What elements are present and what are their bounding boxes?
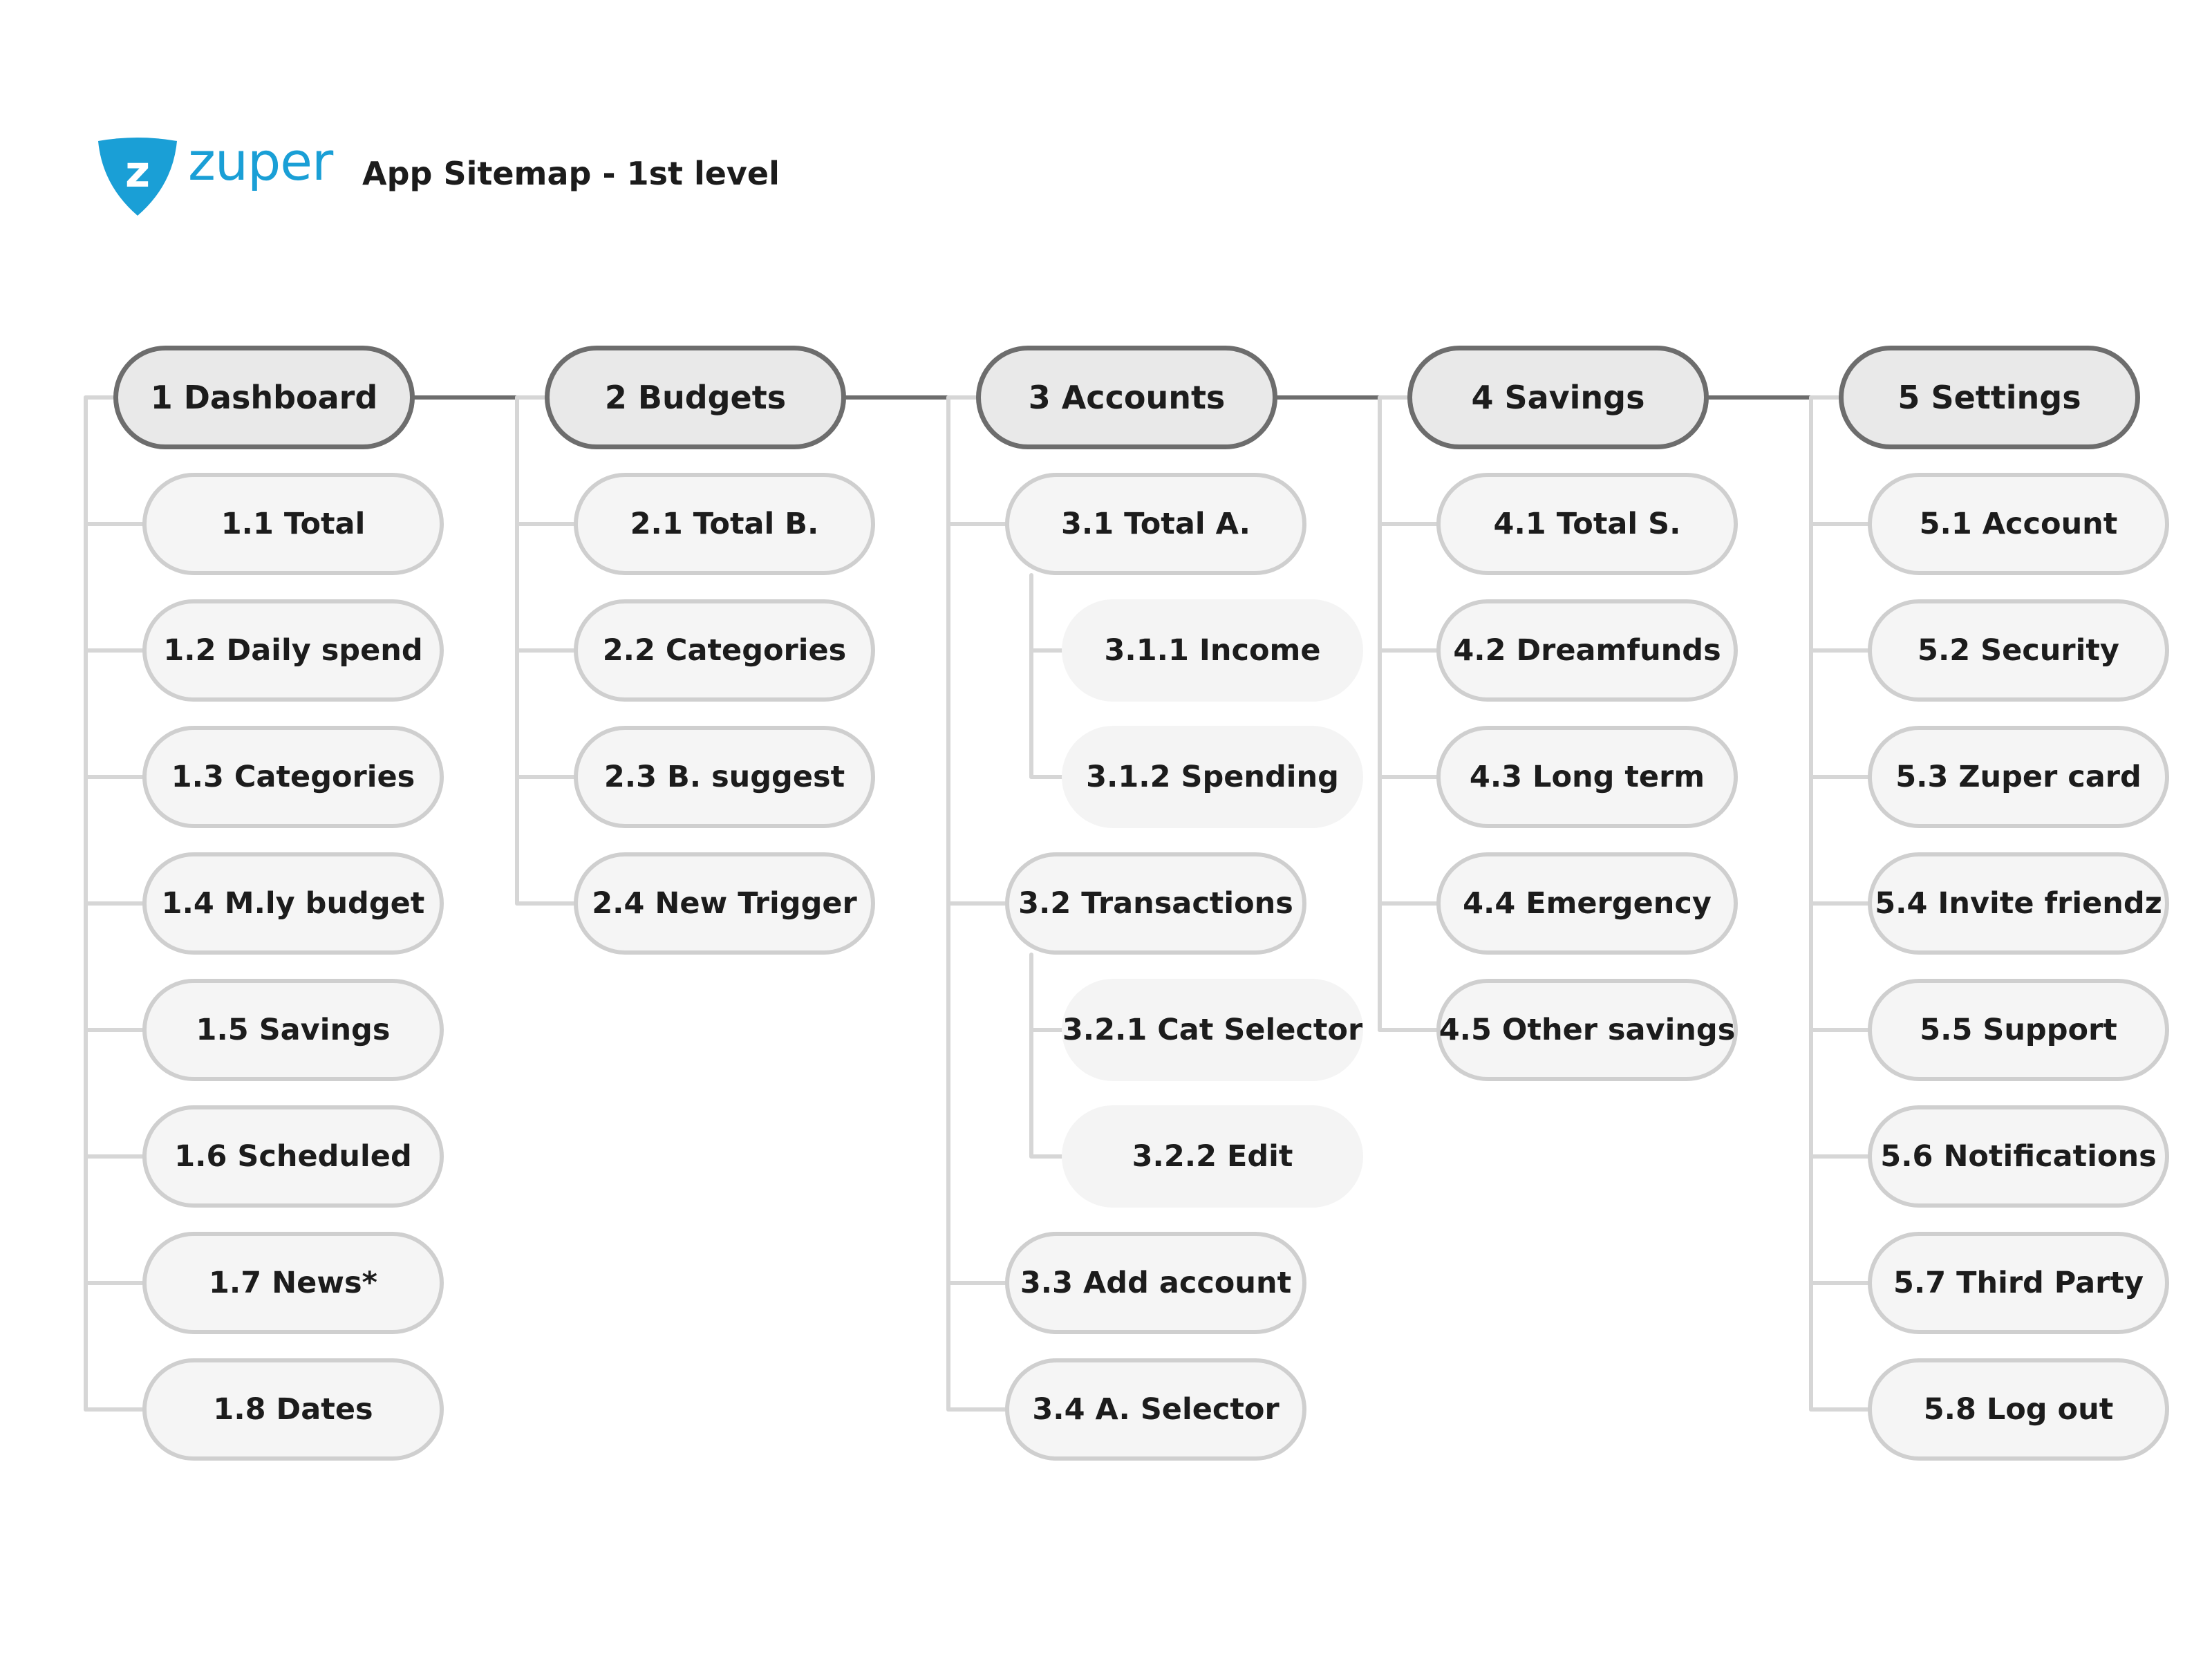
leaf-node[interactable]: 1.7 News*: [142, 1232, 444, 1334]
leaf-node[interactable]: 1.6 Scheduled: [142, 1105, 444, 1208]
leaf-node[interactable]: 5.1 Account: [1868, 473, 2169, 575]
sub-node[interactable]: 3.1.1 Income: [1062, 599, 1363, 702]
page-title: App Sitemap - 1st level: [362, 155, 780, 192]
leaf-node[interactable]: 3.3 Add account: [1005, 1232, 1306, 1334]
leaf-node[interactable]: 5.7 Third Party: [1868, 1232, 2169, 1334]
leaf-node[interactable]: 1.1 Total: [142, 473, 444, 575]
leaf-node[interactable]: 4.3 Long term: [1436, 726, 1738, 828]
leaf-node[interactable]: 2.2 Categories: [574, 599, 875, 702]
zuper-logo-icon: z: [98, 138, 177, 216]
root-node-5[interactable]: 5 Settings: [1839, 346, 2140, 449]
sub-node[interactable]: 3.2.2 Edit: [1062, 1105, 1363, 1208]
leaf-node[interactable]: 1.3 Categories: [142, 726, 444, 828]
leaf-node[interactable]: 5.8 Log out: [1868, 1358, 2169, 1461]
leaf-node[interactable]: 2.1 Total B.: [574, 473, 875, 575]
leaf-node[interactable]: 1.4 M.ly budget: [142, 852, 444, 955]
sub-node[interactable]: 3.1.2 Spending: [1062, 726, 1363, 828]
leaf-node[interactable]: 4.5 Other savings: [1436, 979, 1738, 1081]
leaf-node[interactable]: 3.4 A. Selector: [1005, 1358, 1306, 1461]
root-node-3[interactable]: 3 Accounts: [976, 346, 1277, 449]
leaf-node[interactable]: 5.4 Invite friendz: [1868, 852, 2169, 955]
leaf-node[interactable]: 5.3 Zuper card: [1868, 726, 2169, 828]
leaf-node[interactable]: 1.2 Daily spend: [142, 599, 444, 702]
leaf-node[interactable]: 1.5 Savings: [142, 979, 444, 1081]
leaf-node[interactable]: 2.4 New Trigger: [574, 852, 875, 955]
leaf-node[interactable]: 2.3 B. suggest: [574, 726, 875, 828]
leaf-node[interactable]: 4.2 Dreamfunds: [1436, 599, 1738, 702]
root-node-2[interactable]: 2 Budgets: [545, 346, 846, 449]
leaf-node[interactable]: 3.2 Transactions: [1005, 852, 1306, 955]
brand-wordmark: zuper: [188, 131, 333, 192]
leaf-node[interactable]: 3.1 Total A.: [1005, 473, 1306, 575]
root-node-4[interactable]: 4 Savings: [1407, 346, 1709, 449]
leaf-node[interactable]: 4.4 Emergency: [1436, 852, 1738, 955]
leaf-node[interactable]: 5.6 Notifications: [1868, 1105, 2169, 1208]
leaf-node[interactable]: 4.1 Total S.: [1436, 473, 1738, 575]
leaf-node[interactable]: 1.8 Dates: [142, 1358, 444, 1461]
sub-node[interactable]: 3.2.1 Cat Selector: [1062, 979, 1363, 1081]
root-node-1[interactable]: 1 Dashboard: [113, 346, 415, 449]
leaf-node[interactable]: 5.2 Security: [1868, 599, 2169, 702]
leaf-node[interactable]: 5.5 Support: [1868, 979, 2169, 1081]
logo-letter: z: [125, 147, 150, 197]
